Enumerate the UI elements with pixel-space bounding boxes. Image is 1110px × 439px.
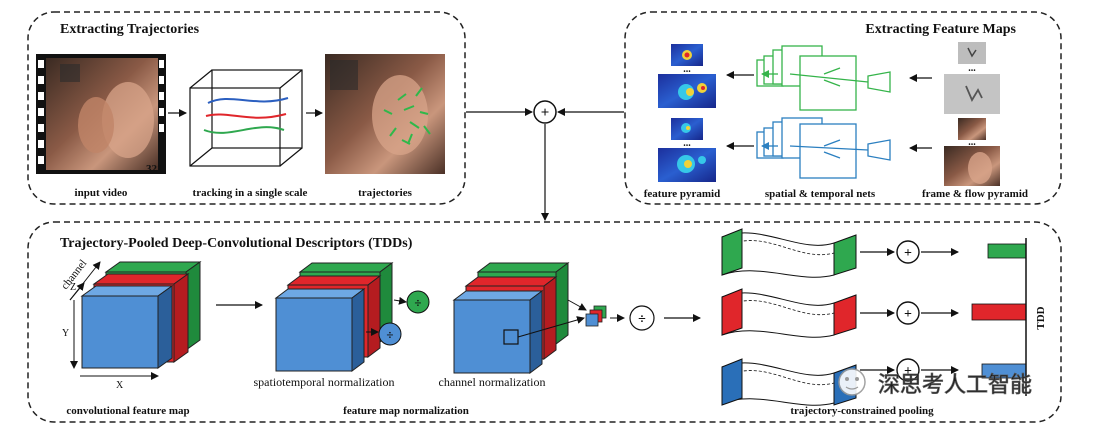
combine-node: +: [466, 100, 624, 221]
frame-flow-pyramid: ... ...: [944, 42, 1000, 186]
channel-norm-label: channel normalization: [439, 375, 546, 389]
ellipsis: ...: [968, 63, 976, 74]
divide-symbol-green: [406, 290, 430, 314]
conv-feature-map: [80, 261, 202, 369]
divide-symbol-white: [629, 305, 655, 331]
feature-norm-label: feature map normalization: [343, 405, 469, 417]
conv-map-label: convolutional feature map: [66, 405, 189, 417]
panel-extracting-feature-maps: Extracting Feature Maps ... ... feature …: [624, 11, 1062, 205]
spatiotemporal-label: spatiotemporal normalization: [254, 375, 395, 389]
axis-z: Z: [70, 282, 76, 293]
panel-border: [27, 221, 1062, 423]
axis-y: Y: [62, 328, 69, 339]
pooling-sum-row-1: +: [860, 240, 959, 264]
channel-normalization-stack: [452, 262, 570, 374]
svg-text:+: +: [904, 364, 912, 379]
axes-indicator: [69, 261, 159, 380]
arrow-stack-to-mini: [567, 299, 587, 311]
divide-sign: ÷: [638, 312, 646, 327]
panel-extracting-trajectories: Extracting Trajectories 321 input video: [27, 11, 466, 205]
ellipsis: ...: [968, 137, 976, 148]
temporal-net: [756, 117, 891, 179]
panel-tdd: Trajectory-Pooled Deep-Convolutional Des…: [27, 221, 1062, 423]
pooling-tube-red: [721, 288, 857, 338]
plus-symbol: [533, 100, 557, 124]
tracking-cube: [189, 69, 303, 167]
tracking-label: tracking in a single scale: [193, 187, 308, 199]
tdd-axis-label: TDD: [1035, 306, 1047, 329]
divide-sign: ÷: [414, 295, 421, 310]
pooling-label: trajectory-constrained pooling: [790, 405, 934, 417]
axis-x: X: [116, 380, 124, 391]
flow-image-large: [944, 74, 1000, 114]
arrow-to-divide-green: [393, 296, 407, 305]
trajectories-label: trajectories: [358, 187, 412, 199]
spatiotemporal-normalization-stack: [274, 262, 394, 372]
ellipsis: ...: [683, 64, 691, 75]
input-video-image: 321: [36, 54, 166, 175]
tracking-trajectories: [203, 97, 289, 134]
film-sprocket-holes: [38, 60, 164, 164]
pooling-sum-row-3: +: [860, 358, 959, 382]
panel-title: Extracting Feature Maps: [865, 22, 1016, 37]
flow-image-small: [958, 42, 986, 64]
panel-title: Extracting Trajectories: [60, 22, 200, 37]
panel-border: [27, 11, 466, 205]
tdd-output: TDD: [971, 238, 1047, 396]
divide-sign: ÷: [386, 327, 393, 342]
pooling-tube-green: [721, 228, 857, 278]
feature-pyramid: ... ...: [658, 44, 716, 182]
frame-image-small: [958, 118, 986, 140]
divide-symbol-blue: [378, 322, 402, 346]
panel-border: [624, 11, 1062, 205]
tdd-bar-green: [987, 243, 1027, 259]
watermark: 深思考人工智能: [838, 368, 1032, 397]
trajectories-image: [325, 54, 445, 174]
wechat-icon: [838, 368, 866, 396]
svg-text:+: +: [904, 246, 912, 261]
frame-flow-label: frame & flow pyramid: [922, 188, 1028, 200]
nets-label: spatial & temporal nets: [765, 188, 876, 200]
tdd-bar-red: [971, 303, 1027, 321]
plus-sign: +: [541, 105, 550, 121]
svg-text:+: +: [904, 307, 912, 322]
pooling-tube-blue: [721, 358, 857, 406]
pooling-sum-row-2: +: [860, 301, 959, 325]
ellipsis: ...: [683, 138, 691, 149]
spatial-net: [756, 45, 891, 111]
mini-cube-stack: [585, 305, 607, 327]
trajectory-points: [383, 87, 431, 145]
feature-pyramid-label: feature pyramid: [644, 188, 720, 200]
arrow-window-to-mini: [517, 316, 585, 338]
film-counter: 321: [146, 163, 163, 175]
watermark-text: 深思考人工智能: [878, 372, 1032, 397]
input-video-label: input video: [75, 187, 128, 199]
panel-title: Trajectory-Pooled Deep-Convolutional Des…: [60, 236, 413, 251]
